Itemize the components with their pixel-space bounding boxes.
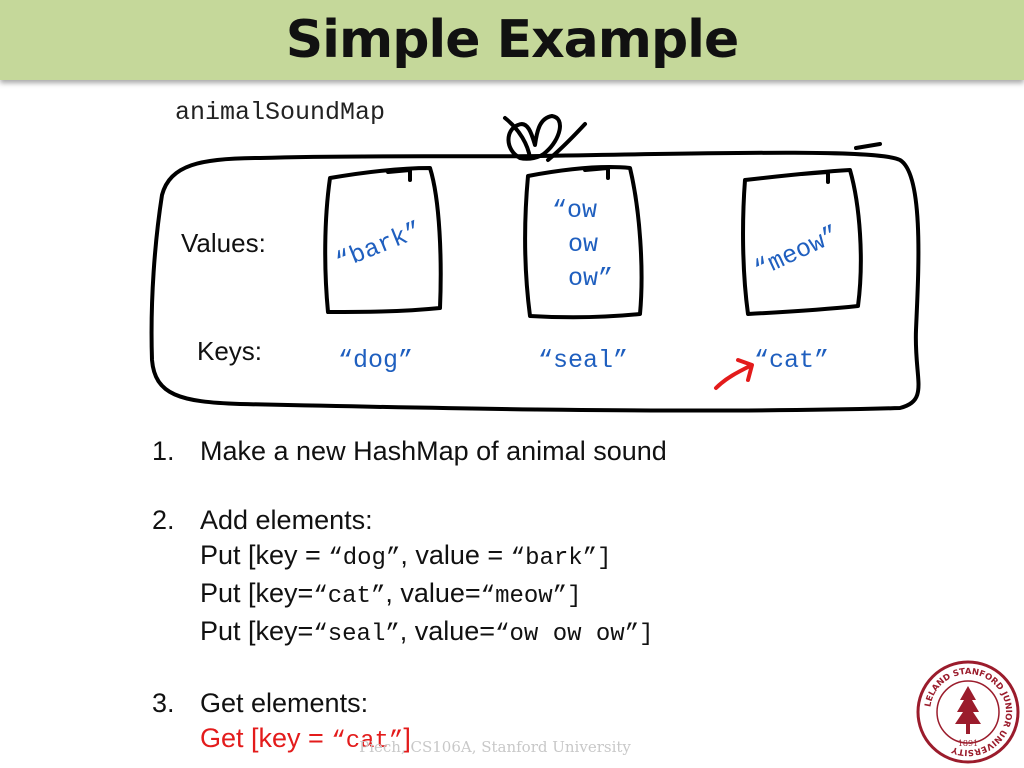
stanford-seal-logo: LELAND STANFORD JUNIOR UNIVERSITY 1891 [916,660,1020,764]
seal-year: 1891 [958,739,978,748]
key-seal: “seal” [538,346,629,375]
put-line-seal: Put [key=“seal”, value=“ow ow ow”] [200,616,654,648]
value-ow-line-3: ow” [568,264,614,293]
step-3: 3. Get elements: Get [key = “cat”] [152,686,667,759]
value-box-cat [741,168,863,316]
step-text: Add elements: [200,505,373,535]
get-line-cat: Get [key = “cat”] [200,723,411,755]
steps-list: 1. Make a new HashMap of animal sound 2.… [152,434,667,759]
footer-credit: Piech, CS106A, Stanford University [359,738,631,756]
put-line-dog: Put [key = “dog”, value = “bark”] [200,540,612,572]
step-2: 2. Add elements: Put [key = “dog”, value… [152,503,667,652]
step-text: Make a new HashMap of animal sound [200,436,667,466]
step-number: 1. [152,436,175,466]
step-number: 2. [152,505,175,535]
slide-title: Simple Example [285,10,740,70]
value-box-dog [323,166,443,314]
key-cat: “cat” [754,346,830,375]
key-dog: “dog” [338,346,414,375]
container-tick [854,142,882,150]
values-row-label: Values: [181,228,266,258]
keys-row-label: Keys: [197,336,263,366]
title-bar [0,0,1024,80]
value-ow-line-1: “ow [552,196,598,225]
map-name-label: animalSoundMap [175,98,386,127]
map-container-outline [149,150,921,413]
red-arrow [714,358,754,390]
step-text: Get elements: [200,688,369,718]
step-1: 1. Make a new HashMap of animal sound [152,434,667,469]
step-number: 3. [152,688,175,718]
value-ow-line-2: ow [568,230,599,259]
value-box-seal [523,165,644,320]
container-handle [503,114,587,162]
put-line-cat: Put [key=“cat”, value=“meow”] [200,578,582,610]
